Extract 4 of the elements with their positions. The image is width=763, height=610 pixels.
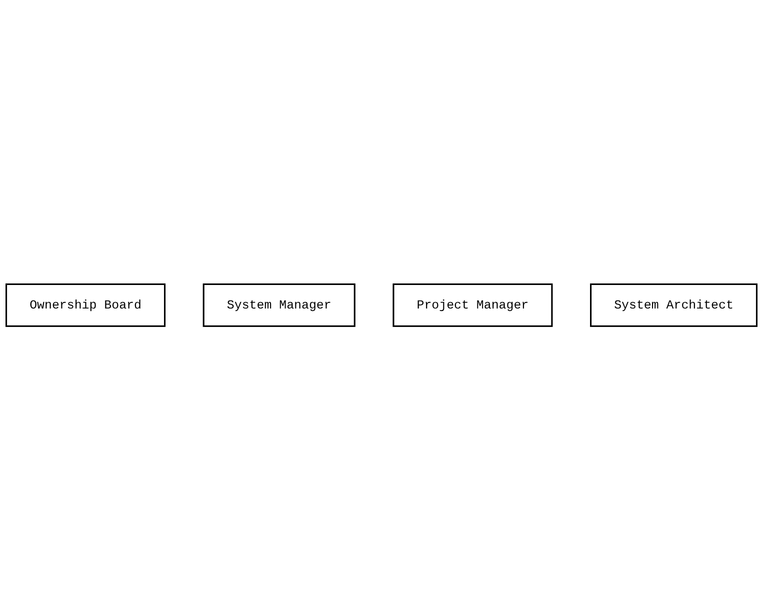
node-box: System Architect	[590, 283, 758, 327]
node-box: Project Manager	[392, 283, 553, 327]
node-box: Ownership Board	[6, 283, 166, 327]
node-box: System Manager	[202, 283, 356, 327]
